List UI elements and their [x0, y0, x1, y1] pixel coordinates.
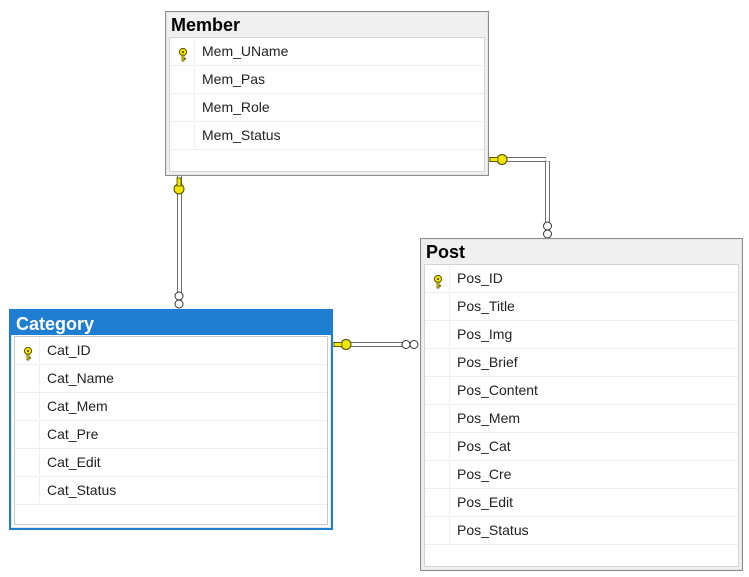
primary-key-icon [178, 44, 188, 62]
row-selector[interactable] [425, 265, 450, 291]
column-name: Mem_Pas [202, 71, 266, 87]
row-selector[interactable] [425, 349, 450, 375]
column-name: Cat_ID [47, 342, 91, 358]
table-title[interactable]: Category [11, 311, 331, 335]
column-row[interactable]: Cat_Status [15, 477, 327, 505]
row-selector[interactable] [425, 405, 450, 431]
column-name: Cat_Pre [47, 426, 99, 442]
row-selector[interactable] [15, 337, 40, 363]
row-selector[interactable] [425, 461, 450, 487]
row-selector[interactable] [425, 377, 450, 403]
column-row[interactable]: Mem_Role [170, 94, 484, 122]
row-selector[interactable] [15, 477, 40, 503]
column-name: Mem_Status [202, 127, 281, 143]
column-name: Pos_Content [457, 382, 538, 398]
table-title[interactable]: Member [171, 15, 241, 35]
row-selector[interactable] [15, 421, 40, 447]
column-name: Pos_Img [457, 326, 513, 342]
row-selector[interactable] [15, 365, 40, 391]
infinity-end-category-post [401, 340, 419, 349]
column-row[interactable]: Pos_Status [425, 517, 738, 545]
infinity-end-member-post [543, 221, 552, 239]
column-row[interactable]: Pos_Mem [425, 405, 738, 433]
column-name: Cat_Edit [47, 454, 101, 470]
column-row[interactable]: Cat_Pre [15, 421, 327, 449]
column-name: Pos_Mem [457, 410, 521, 426]
column-name: Pos_Edit [457, 494, 514, 510]
column-row[interactable]: Pos_ID [425, 265, 738, 293]
column-name: Pos_Status [457, 522, 529, 538]
row-selector[interactable] [170, 122, 195, 148]
row-selector[interactable] [425, 489, 450, 515]
relationship-member-category[interactable] [177, 176, 182, 300]
relationship-member-post[interactable] [488, 157, 550, 233]
column-row[interactable]: Pos_Cre [425, 461, 738, 489]
row-selector[interactable] [425, 517, 450, 543]
column-name: Pos_Cre [457, 466, 512, 482]
row-selector[interactable] [425, 433, 450, 459]
column-name: Mem_UName [202, 43, 289, 59]
column-name: Cat_Name [47, 370, 114, 386]
column-name: Pos_Cat [457, 438, 511, 454]
column-row[interactable]: Cat_Mem [15, 393, 327, 421]
row-selector[interactable] [425, 293, 450, 319]
row-selector[interactable] [15, 449, 40, 475]
row-selector[interactable] [170, 66, 195, 92]
column-row[interactable]: Mem_UName [170, 38, 484, 66]
column-name: Mem_Role [202, 99, 270, 115]
primary-key-icon [23, 343, 33, 361]
row-selector[interactable] [170, 94, 195, 120]
column-row[interactable]: Pos_Brief [425, 349, 738, 377]
key-end-category-post [333, 339, 352, 350]
row-selector[interactable] [425, 321, 450, 347]
table-title[interactable]: Post [426, 242, 466, 262]
column-name: Cat_Mem [47, 398, 108, 414]
column-name: Pos_Title [457, 298, 515, 314]
column-row[interactable]: Cat_Name [15, 365, 327, 393]
column-row[interactable]: Cat_ID [15, 337, 327, 365]
column-row[interactable]: Pos_Img [425, 321, 738, 349]
key-end-member-post [489, 154, 508, 165]
column-row[interactable]: Cat_Edit [15, 449, 327, 477]
row-selector[interactable] [15, 393, 40, 419]
column-row[interactable]: Pos_Title [425, 293, 738, 321]
column-name: Cat_Status [47, 482, 117, 498]
column-row[interactable]: Pos_Cat [425, 433, 738, 461]
column-row[interactable]: Pos_Edit [425, 489, 738, 517]
primary-key-icon [433, 271, 443, 289]
column-name: Pos_Brief [457, 354, 518, 370]
infinity-end-member-category [174, 291, 184, 309]
column-row[interactable]: Mem_Pas [170, 66, 484, 94]
key-end-member-category [173, 177, 185, 195]
row-selector[interactable] [170, 38, 195, 64]
column-name: Pos_ID [457, 270, 503, 286]
column-row[interactable]: Pos_Content [425, 377, 738, 405]
column-row[interactable]: Mem_Status [170, 122, 484, 150]
